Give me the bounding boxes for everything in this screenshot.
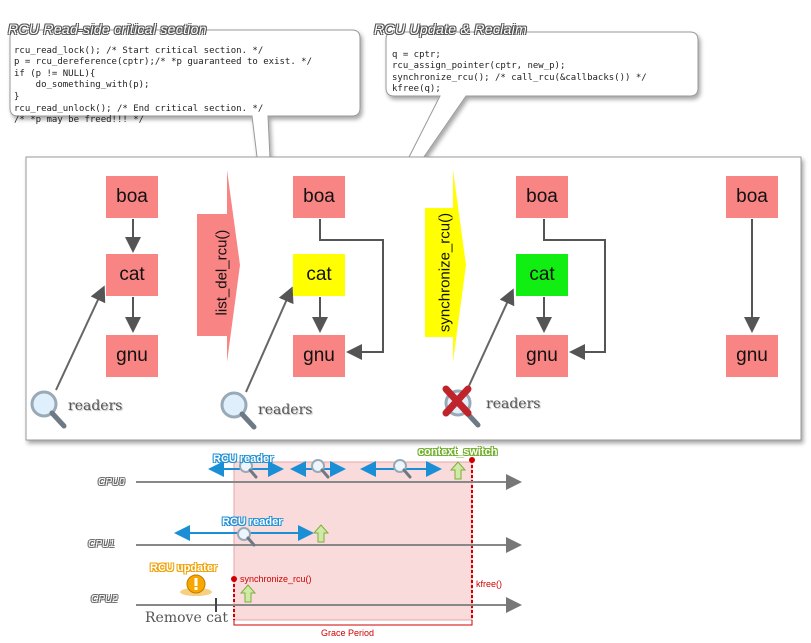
read-callout-title: RCU Read-side critical section bbox=[8, 21, 207, 37]
node-label: cat bbox=[529, 264, 555, 285]
update-code-line: rcu_assign_pointer(cptr, new_p); bbox=[392, 61, 566, 72]
node-boa-1: boa bbox=[106, 176, 158, 218]
read-code-line: do_something_with(p); bbox=[14, 80, 150, 91]
magnifier-icon bbox=[237, 527, 256, 547]
readers-label-1: readers bbox=[68, 398, 123, 414]
edge-readers-cat-3 bbox=[467, 288, 515, 389]
node-label: boa bbox=[303, 186, 335, 207]
rcu-reader-label-cpu1: RCU reader bbox=[222, 516, 283, 528]
cpu1-label: CPU1 bbox=[88, 539, 115, 550]
warning-icon bbox=[180, 574, 212, 596]
update-code-block: q = cptr;rcu_assign_pointer(cptr, new_p)… bbox=[392, 38, 647, 108]
rcu-reader-label-cpu0: RCU reader bbox=[213, 453, 274, 465]
read-code-line: rcu_read_lock(); /* Start critical secti… bbox=[14, 45, 264, 56]
node-boa-2: boa bbox=[293, 176, 345, 218]
read-code-line: if (p != NULL){ bbox=[14, 68, 96, 79]
edge-readers-cat-1 bbox=[55, 285, 106, 391]
node-gnu-1: gnu bbox=[106, 335, 158, 377]
node-label: gnu bbox=[116, 345, 148, 366]
edge-boa-gnu-3 bbox=[543, 219, 606, 360]
node-cat-3: cat bbox=[516, 254, 568, 296]
magnifier-icon bbox=[239, 459, 258, 479]
node-boa-3: boa bbox=[516, 176, 568, 218]
node-cat-1: cat bbox=[106, 254, 158, 296]
up-arrow-icon bbox=[449, 461, 467, 480]
node-cat-2: cat bbox=[293, 254, 345, 296]
context-switch-label: context_switch bbox=[418, 446, 498, 458]
node-gnu-4: gnu bbox=[726, 335, 778, 377]
read-code-line: } bbox=[14, 91, 20, 102]
update-code-line: synchronize_rcu(); /* call_rcu(&callback… bbox=[392, 72, 647, 83]
node-label: gnu bbox=[303, 345, 335, 366]
remove-cat-label: Remove cat bbox=[145, 610, 228, 626]
grace-period-brace bbox=[233, 620, 473, 626]
magnifier-icon bbox=[220, 391, 257, 430]
list-del-chevron bbox=[197, 170, 240, 362]
readers-label-2: readers bbox=[258, 402, 313, 418]
node-label: boa bbox=[116, 186, 148, 207]
grace-period-label: Grace Period bbox=[321, 628, 375, 638]
read-code-line: /* *p may be freed!!! */ bbox=[14, 115, 145, 126]
sync-chevron bbox=[425, 170, 466, 362]
node-label: boa bbox=[526, 186, 558, 207]
magnifier-blocked-icon bbox=[442, 385, 481, 428]
magnifier-icon bbox=[311, 459, 330, 479]
kfree-dot bbox=[469, 457, 475, 463]
node-label: gnu bbox=[526, 345, 558, 366]
update-code-line: kfree(q); bbox=[392, 84, 441, 95]
node-label: cat bbox=[119, 264, 145, 285]
node-label: cat bbox=[306, 264, 332, 285]
sync-dot bbox=[231, 576, 237, 582]
up-arrow-icon bbox=[312, 524, 330, 543]
magnifier-icon bbox=[30, 390, 67, 429]
node-label: gnu bbox=[736, 345, 768, 366]
edge-readers-cat-2 bbox=[245, 286, 294, 393]
node-gnu-2: gnu bbox=[293, 335, 345, 377]
cpu0-label: CPU0 bbox=[98, 477, 125, 488]
cpu2-label: CPU2 bbox=[91, 594, 118, 605]
node-label: boa bbox=[736, 186, 768, 207]
update-code-line: q = cptr; bbox=[392, 49, 441, 60]
node-gnu-3: gnu bbox=[516, 335, 568, 377]
readers-label-3: readers bbox=[486, 396, 541, 412]
grace-period-region bbox=[233, 461, 473, 621]
update-callout-title: RCU Update & Reclaim bbox=[374, 21, 528, 37]
up-arrow-icon bbox=[239, 584, 257, 603]
read-code-line: p = rcu_dereference(cptr);/* *p guarante… bbox=[14, 57, 313, 68]
read-code-line: rcu_read_unlock(); /* End critical secti… bbox=[14, 103, 264, 114]
read-code-block: rcu_read_lock(); /* Start critical secti… bbox=[14, 34, 312, 138]
rcu-updater-label: RCU updater bbox=[150, 562, 218, 574]
magnifier-icon bbox=[393, 459, 412, 479]
kfree-marker-label: kfree() bbox=[476, 579, 503, 589]
node-boa-4: boa bbox=[726, 176, 778, 218]
edge-boa-gnu-2 bbox=[319, 219, 384, 360]
synchronize-rcu-marker-label: synchronize_rcu() bbox=[240, 574, 312, 584]
